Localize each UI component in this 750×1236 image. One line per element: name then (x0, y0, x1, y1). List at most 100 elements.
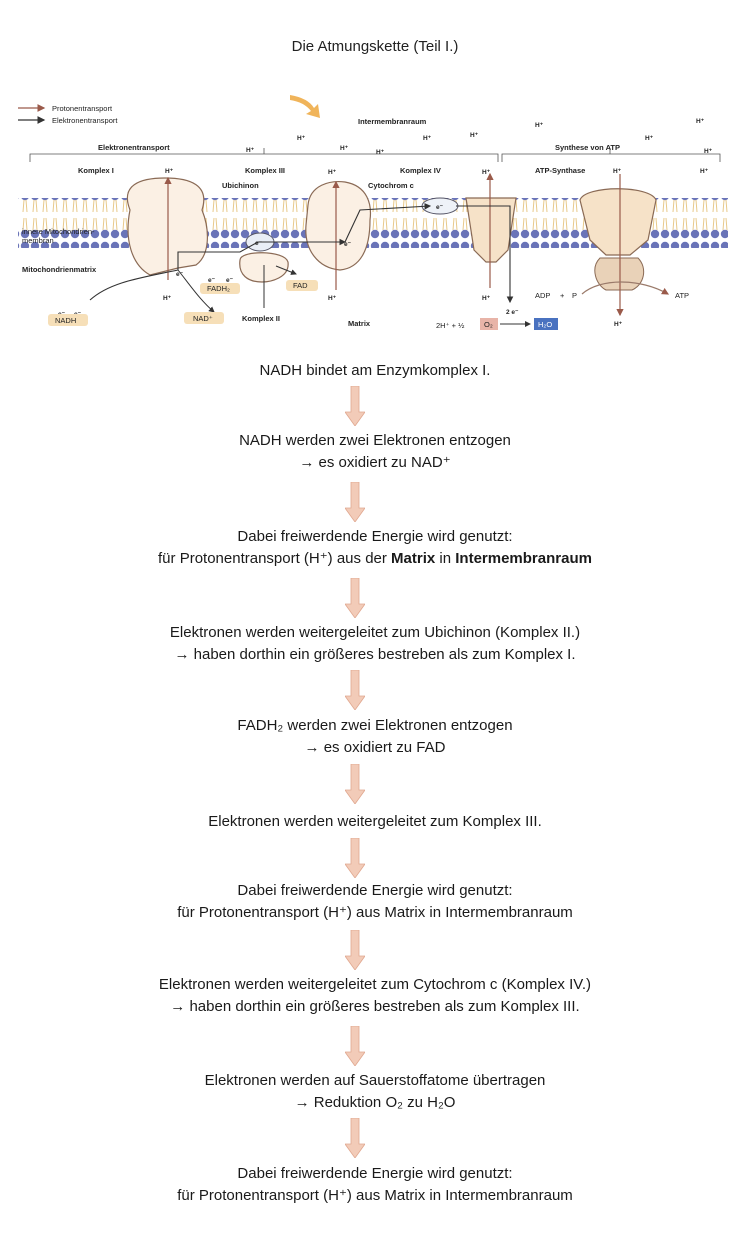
step-5-line-1: FADH₂ werden zwei Elektronen entzogen (237, 717, 513, 734)
hplus: H⁺ (535, 122, 544, 129)
hplus: H⁺ (423, 135, 432, 142)
o2-label: O₂ (484, 320, 493, 329)
fad-label: FAD (293, 281, 308, 290)
step-6: Elektronen werden weitergeleitet zum Kom… (0, 811, 750, 833)
hplus: H⁺ (297, 135, 306, 142)
atp-label: ATP (675, 291, 689, 300)
komplex1-shape (126, 177, 208, 276)
electron-4: e⁻ (436, 204, 444, 211)
hplus: H⁺ (704, 148, 713, 155)
hplus: H⁺ (328, 295, 337, 302)
down-arrow-icon (345, 386, 365, 426)
step-10: Dabei freiwerdende Energie wird genutzt:… (0, 1163, 750, 1207)
step-3-line-2-mid: in (435, 550, 456, 567)
step-5: FADH₂ werden zwei Elektronen entzogen → … (0, 715, 750, 759)
electron-8: e⁻ (226, 277, 234, 284)
hplus: H⁺ (328, 169, 337, 176)
step-4: Elektronen werden weitergeleitet zum Ubi… (0, 622, 750, 666)
innere-membran-label-1: innere Mitochondrien- (22, 227, 95, 236)
step-10-line-2: für Protonentransport (H⁺) aus Matrix in… (177, 1187, 573, 1204)
oxygen-equation: 2H⁺ + ½ (436, 321, 465, 330)
step-3-line-2: für Protonentransport (H⁺) aus der Matri… (0, 548, 750, 570)
two-electrons: 2 e⁻ (506, 309, 519, 316)
plus-label: + (560, 291, 565, 300)
h2o-label: H₂O (538, 320, 552, 329)
matrix-side-label: Mitochondrienmatrix (22, 265, 97, 274)
p-label: P (572, 291, 577, 300)
hplus: H⁺ (482, 169, 491, 176)
step-4-line-2: → haben dorthin ein größeres bestreben a… (174, 646, 576, 663)
legend-elektronentransport: Elektronentransport (52, 116, 118, 125)
electron-3: e⁻ (344, 241, 352, 248)
step-1: NADH bindet am Enzymkomplex I. (0, 360, 750, 382)
step-9-line-1: Elektronen werden auf Sauerstoffatome üb… (204, 1072, 546, 1089)
step-7: Dabei freiwerdende Energie wird genutzt:… (0, 880, 750, 924)
step-2: NADH werden zwei Elektronen entzogen → e… (0, 430, 750, 474)
step-8-line-2: → haben dorthin ein größeres bestreben a… (170, 998, 580, 1015)
nad-label: NAD⁺ (193, 314, 213, 323)
electron-1: e⁻ (176, 271, 184, 278)
matrix-label: Matrix (348, 319, 371, 328)
down-arrow-icon (345, 930, 365, 970)
step-4-line-1: Elektronen werden weitergeleitet zum Ubi… (169, 624, 581, 641)
electron-path (89, 238, 347, 301)
down-arrow-icon (345, 1026, 365, 1066)
hplus: H⁺ (163, 295, 172, 302)
synthese-label: Synthese von ATP (555, 143, 620, 152)
hplus: H⁺ (470, 132, 479, 139)
page-title: Die Atmungskette (Teil I.) (291, 38, 459, 55)
legend: Protonentransport Elektronentransport (18, 104, 118, 125)
step-3-line-2-text: für Protonentransport (H⁺) aus der (158, 550, 392, 567)
step-7-line-2: für Protonentransport (H⁺) aus Matrix in… (177, 904, 573, 921)
hplus: H⁺ (614, 321, 623, 328)
step-8: Elektronen werden weitergeleitet zum Cyt… (0, 974, 750, 1018)
synthese-bracket (501, 153, 721, 162)
step-9-line-2: → Reduktion O₂ zu H₂O (294, 1094, 456, 1111)
step-3-line-1: Dabei freiwerdende Energie wird genutzt: (237, 528, 513, 545)
atp-synthase-label: ATP-Synthase (535, 166, 585, 175)
komplex2-label: Komplex II (242, 314, 280, 323)
hplus: H⁺ (482, 295, 491, 302)
step-1-line-1: NADH bindet am Enzymkomplex I. (259, 362, 491, 379)
step-8-line-1: Elektronen werden weitergeleitet zum Cyt… (158, 976, 592, 993)
komplex4-shape (465, 197, 517, 263)
step-3-matrix-bold: Matrix (391, 550, 436, 567)
step-2-line-2: → es oxidiert zu NAD⁺ (299, 454, 451, 471)
hplus: H⁺ (700, 168, 709, 175)
hplus: H⁺ (165, 168, 174, 175)
innere-membran-label-2: membran (22, 236, 54, 245)
atp-synthase-shape (579, 188, 657, 256)
hplus: H⁺ (645, 135, 654, 142)
hplus: H⁺ (613, 168, 622, 175)
intermembranraum-label: Intermembranraum (358, 117, 427, 126)
proton-labels: H⁺ H⁺ H⁺ H⁺ H⁺ H⁺ H⁺ H⁺ H⁺ H⁺ H⁺ H⁺ H⁺ H… (163, 118, 713, 328)
step-7-line-1: Dabei freiwerdende Energie wird genutzt: (237, 882, 513, 899)
down-arrow-icon (345, 1118, 365, 1158)
down-arrow-icon (345, 670, 365, 710)
step-2-line-1: NADH werden zwei Elektronen entzogen (239, 432, 511, 449)
step-5-line-2: → es oxidiert zu FAD (304, 739, 446, 756)
orange-arrow-icon (290, 95, 320, 118)
electron-2: e⁻ (255, 240, 263, 247)
ubichinon-label: Ubichinon (222, 181, 259, 190)
electron-7: e⁻ (208, 277, 216, 284)
elektronentransport-bracket (29, 153, 499, 162)
respiratory-chain-diagram: Protonentransport Elektronentransport In… (18, 95, 728, 330)
step-6-line-1: Elektronen werden weitergeleitet zum Kom… (208, 813, 542, 830)
down-arrow-icon (345, 838, 365, 878)
hplus: H⁺ (376, 149, 385, 156)
hplus: H⁺ (340, 145, 349, 152)
hplus: H⁺ (696, 118, 705, 125)
elektronentransport-label: Elektronentransport (98, 143, 170, 152)
down-arrow-icon (345, 578, 365, 618)
step-9: Elektronen werden auf Sauerstoffatome üb… (0, 1070, 750, 1114)
fadh2-label: FADH₂ (207, 284, 230, 293)
adp-label: ADP (535, 291, 550, 300)
step-3-intermembranraum-bold: Intermembranraum (455, 550, 592, 567)
down-arrow-icon (345, 764, 365, 804)
komplex1-label: Komplex I (78, 166, 114, 175)
komplex3-label: Komplex III (245, 166, 285, 175)
komplex3-shape (305, 180, 372, 271)
step-10-line-1: Dabei freiwerdende Energie wird genutzt: (237, 1165, 513, 1182)
cytochrom-label: Cytochrom c (368, 181, 414, 190)
